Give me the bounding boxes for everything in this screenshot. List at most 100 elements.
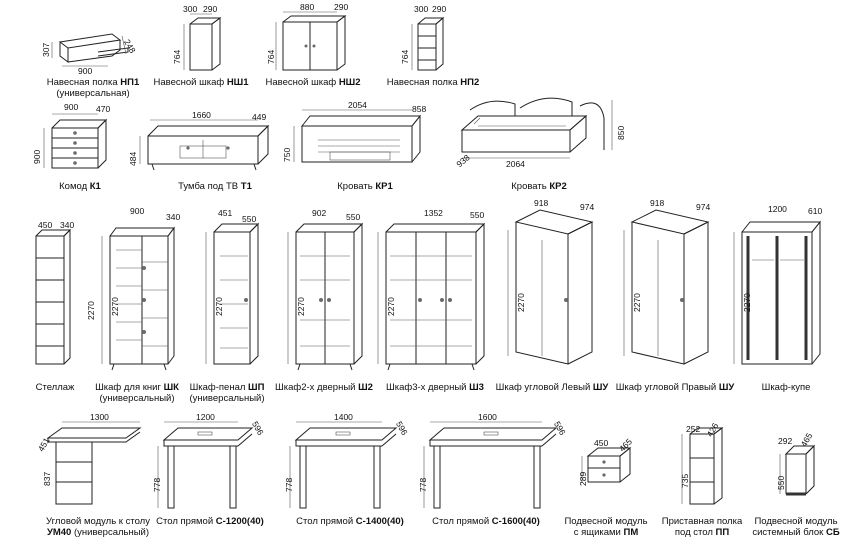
label-s1400: Стол прямой С-1400(40) [296,516,404,527]
dim-k1-w: 900 [64,102,78,112]
dim-kr2-h: 850 [616,126,626,140]
dim-kupe-d: 610 [808,206,822,216]
drawing-kr2: 2064 938 850 [454,97,626,169]
dim-pm-h: 289 [578,472,588,486]
drawing-stellazh: 450 340 2270 [35,220,96,365]
label-sb: Подвесной модуль системный блок СБ [752,516,840,538]
label-np1: Навесная полка НП1 (универсальная) [46,77,140,99]
label-s1600: Стол прямой С-1600(40) [432,516,540,527]
dim-t1-h: 484 [128,152,138,166]
dim-sh2-h: 2270 [296,297,306,316]
dim-st-h: 2270 [86,301,96,320]
dim-kr1-h: 750 [282,148,292,162]
label-sh3: Шкаф3-х дверный Ш3 [386,382,484,393]
label-shu-left: Шкаф угловой Левый ШУ [495,382,609,393]
label-shu-right: Шкаф угловой Правый ШУ [615,382,735,393]
dim-shul-h: 2270 [516,293,526,312]
dim-sh2-d: 550 [346,212,360,222]
dim-s1200-d: 596 [250,420,266,438]
dim-shk-h: 2270 [110,297,120,316]
dim-sh3-h: 2270 [386,297,396,316]
dim-nsh2-h: 764 [266,50,276,64]
dim-sh3-w: 1352 [424,208,443,218]
label-kr1: Кровать КР1 [337,181,393,192]
dim-um40-h: 837 [42,472,52,486]
drawing-pm: 450 465 289 [578,436,634,486]
dim-s1200-h: 778 [152,478,162,492]
dim-nsh1-w: 300 [183,4,197,14]
label-nsh1: Навесной шкаф НШ1 [153,77,249,88]
dim-nsh2-w: 880 [300,2,314,12]
label-nsh2: Навесной шкаф НШ2 [265,77,361,88]
drawing-sb: 292 465 550 [776,431,816,496]
drawing-shu-right: 918 974 2270 [623,198,710,365]
drawing-np2: 300 290 764 [400,4,446,71]
dim-pm-w: 450 [594,438,608,448]
drawing-s1600: 1600 596 778 [418,412,568,509]
dim-sb-w: 292 [778,436,792,446]
label-shp: Шкаф-пенал ШП (универсальный) [189,382,265,404]
drawing-shu-left: 918 974 2270 [507,198,594,365]
drawing-shk: 900 340 2270 [101,206,180,371]
dim-s1200-w: 1200 [196,412,215,422]
dim-nsh1-h: 764 [172,50,182,64]
label-kupe: Шкаф-купе [761,382,811,393]
dim-kr2-w: 2064 [506,159,525,169]
dim-t1-w: 1660 [192,110,211,120]
label-np2: Навесная полка НП2 [386,77,480,88]
dim-shk-w: 900 [130,206,144,216]
label-sh2: Шкаф2-х дверный Ш2 [275,382,373,393]
dim-kupe-h: 2270 [742,293,752,312]
dim-pp-d: 426 [705,421,721,439]
dim-sh2-w: 902 [312,208,326,218]
label-stellazh: Стеллаж [35,382,75,393]
label-um40: Угловой модуль к столу УМ40 (универсальн… [46,516,150,538]
dim-sh3-d: 550 [470,210,484,220]
drawing-k1: 900 470 900 [32,102,110,169]
drawing-s1200: 1200 596 778 [152,412,266,509]
dim-shur-h: 2270 [632,293,642,312]
dim-s1400-h: 778 [284,478,294,492]
dim-st-d: 340 [60,220,74,230]
dim-k1-d: 470 [96,104,110,114]
dim-s1600-d: 596 [552,420,568,438]
drawing-nsh1: 300 290 764 [172,4,222,71]
dim-kr1-d: 858 [412,104,426,114]
label-s1200: Стол прямой С-1200(40) [156,516,264,527]
drawing-pp: 252 426 735 [680,421,724,505]
dim-np2-d: 290 [432,4,446,14]
dim-nsh2-d: 290 [334,2,348,12]
dim-shur-d: 974 [696,202,710,212]
drawing-shp: 451 550 2270 [205,208,260,365]
drawing-sh3: 1352 550 2270 [377,208,486,371]
dim-pp-h: 735 [680,474,690,488]
dim-s1400-d: 596 [394,420,410,438]
dim-shul-d: 974 [580,202,594,212]
label-shk: Шкаф для книг ШК (универсальный) [95,382,179,404]
dim-shp-h: 2270 [214,297,224,316]
drawing-t1: 1660 449 484 [128,110,270,171]
dim-shp-d: 550 [242,214,256,224]
drawing-um40: 1300 451 837 [36,412,142,505]
dim-pp-w: 252 [686,424,700,434]
dim-np2-h: 764 [400,50,410,64]
drawing-kr1: 2054 858 750 [282,100,426,163]
drawing-nsh2: 880 290 764 [266,2,348,71]
dim-kr1-w: 2054 [348,100,367,110]
dim-t1-d: 449 [252,112,266,122]
dim-s1600-w: 1600 [478,412,497,422]
dim-s1600-h: 778 [418,478,428,492]
dim-nsh1-d: 290 [203,4,217,14]
dim-np1-w: 900 [78,66,92,76]
dim-np2-w: 300 [414,4,428,14]
dim-pm-d: 465 [617,436,634,453]
dim-k1-h: 900 [32,150,42,164]
label-pp: Приставная полка под стол ПП [661,516,743,538]
drawing-sh2: 902 550 2270 [287,208,364,371]
drawing-kupe: 1200 610 2270 [733,204,822,365]
dim-shur-w: 918 [650,198,664,208]
dim-kupe-w: 1200 [768,204,787,214]
label-t1: Тумба под ТВ Т1 [178,181,252,192]
dim-shk-d: 340 [166,212,180,222]
dim-np1-h: 307 [41,43,51,57]
